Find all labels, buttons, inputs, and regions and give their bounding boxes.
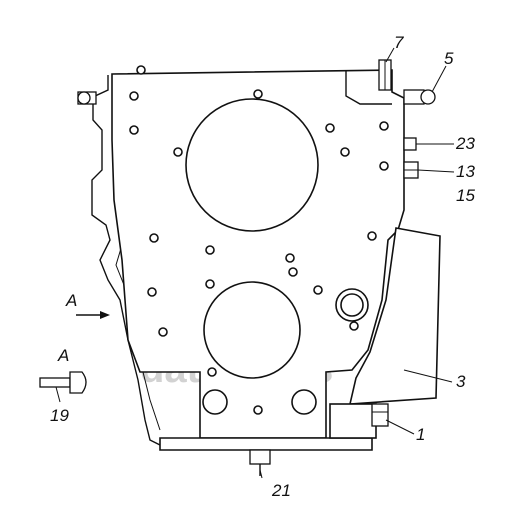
bottom-mount bbox=[329, 403, 377, 439]
callout-7: 7 bbox=[394, 33, 404, 52]
bolt-hole bbox=[340, 147, 350, 157]
bolt-hole bbox=[158, 327, 168, 337]
callout-23: 23 bbox=[455, 134, 475, 153]
bolt-hole bbox=[129, 91, 139, 101]
upper-right-block bbox=[345, 70, 392, 105]
bolt-hole bbox=[379, 121, 389, 131]
side-studs bbox=[77, 89, 436, 179]
callout-3: 3 bbox=[456, 372, 466, 391]
bolt-hole bbox=[285, 253, 295, 263]
bolt-hole bbox=[253, 405, 263, 415]
bolt-1 bbox=[371, 403, 389, 427]
pin-19-shank bbox=[39, 377, 71, 388]
lower-port-right bbox=[291, 389, 317, 415]
left-stud-nut bbox=[77, 91, 91, 105]
bolt-hole bbox=[205, 279, 215, 289]
callout-1: 1 bbox=[416, 425, 425, 444]
bolt-hole bbox=[349, 321, 359, 331]
right-stud-5-nut bbox=[420, 89, 436, 105]
small-port-right-inner bbox=[340, 293, 364, 317]
leader-1 bbox=[385, 419, 415, 435]
bolt-hole bbox=[367, 231, 377, 241]
leader-7 bbox=[385, 47, 395, 63]
bolt-hole bbox=[325, 123, 335, 133]
leader-lines bbox=[259, 47, 455, 479]
housing-left-profile bbox=[91, 75, 171, 451]
leader-13 bbox=[417, 169, 455, 173]
bolt-21 bbox=[249, 449, 271, 465]
view-a-arrow bbox=[76, 311, 110, 319]
callout-19: 19 bbox=[50, 406, 69, 425]
bolt-hole bbox=[253, 89, 263, 99]
leader-19 bbox=[55, 386, 61, 403]
right-cover bbox=[348, 227, 441, 405]
bolt-hole bbox=[205, 245, 215, 255]
bolt-hole bbox=[149, 233, 159, 243]
leader-21 bbox=[259, 469, 263, 479]
callout-labels: 7 5 23 13 15 3 1 21 19 A A bbox=[50, 33, 475, 500]
lower-bore bbox=[203, 281, 301, 379]
bolt-hole bbox=[313, 285, 323, 295]
fitting-23 bbox=[403, 137, 417, 151]
bolt-hole bbox=[173, 147, 183, 157]
callout-5: 5 bbox=[444, 49, 454, 68]
bolt-hole bbox=[136, 65, 146, 75]
leader-3 bbox=[403, 369, 453, 383]
view-a-arrow-head bbox=[100, 311, 110, 319]
callout-13: 13 bbox=[456, 162, 475, 181]
view-a-arrow-label: A bbox=[65, 291, 77, 310]
flywheel-housing bbox=[91, 59, 441, 476]
lower-port-left bbox=[202, 389, 228, 415]
view-a-detail-label: A bbox=[57, 346, 69, 365]
front-plate bbox=[111, 69, 405, 439]
bottom-plate bbox=[159, 437, 373, 451]
bolt-hole bbox=[129, 125, 139, 135]
leader-5 bbox=[431, 65, 447, 93]
callout-21: 21 bbox=[271, 481, 291, 500]
bolt-hole bbox=[147, 287, 157, 297]
bolt-holes bbox=[129, 65, 389, 415]
upper-bore bbox=[185, 98, 319, 232]
detail-a-pin-19 bbox=[39, 371, 87, 403]
bolt-hole bbox=[288, 267, 298, 277]
bolt-hole bbox=[207, 367, 217, 377]
bolt-hole bbox=[379, 161, 389, 171]
callout-15: 15 bbox=[456, 186, 475, 205]
pin-19-head bbox=[69, 371, 87, 394]
